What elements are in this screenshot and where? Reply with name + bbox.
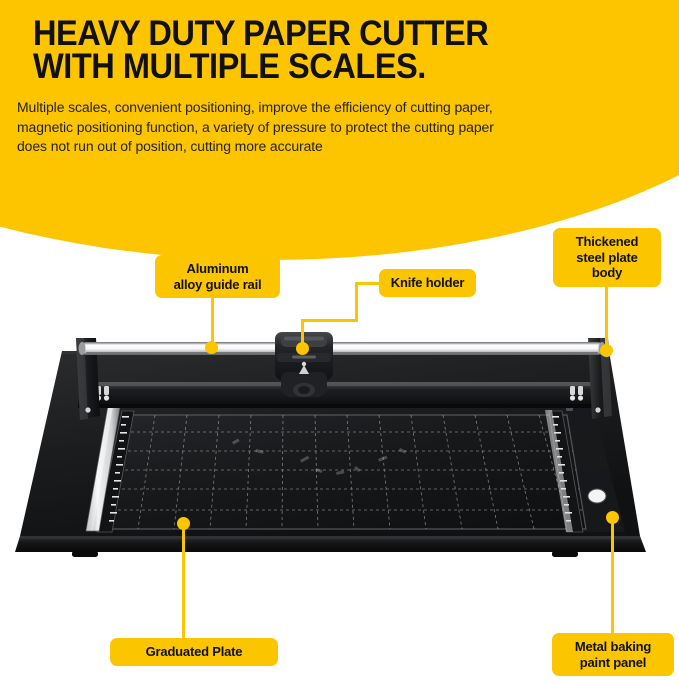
connector-line-steel-plate [605, 286, 608, 348]
connector-line-aluminum-rail [211, 297, 214, 345]
callout-line-1: Aluminum [186, 261, 249, 276]
yellow-background-shape [0, 0, 679, 260]
connector-seg-knife-3 [301, 319, 358, 322]
mat-emboss [232, 438, 407, 475]
cutting-mat [105, 414, 587, 530]
connector-dot-graduated-plate [177, 517, 190, 530]
right-scale-strip [545, 410, 584, 533]
callout-line-1: Graduated Plate [145, 644, 243, 659]
callout-line-3: body [591, 265, 623, 280]
description-line-3: does not run out of position, cutting mo… [17, 139, 323, 155]
callout-line-1: Knife holder [390, 275, 465, 290]
aluminum-alloy-guide-rail [78, 342, 606, 355]
page-description: Multiple scales, convenient positioning,… [17, 99, 657, 158]
foot-right [552, 551, 578, 557]
callout-line-2: paint panel [579, 654, 647, 670]
callout-line-2: alloy guide rail [173, 276, 262, 292]
foot-left [72, 551, 98, 557]
callout-metal-baking-paint-panel[interactable]: Metal baking paint panel [552, 633, 674, 676]
callout-aluminum-alloy-guide-rail[interactable]: Aluminum alloy guide rail [155, 255, 280, 298]
description-line-2: magnetic positioning function, a variety… [17, 119, 494, 136]
description-line-1: Multiple scales, convenient positioning,… [17, 100, 493, 116]
page-title: HEAVY DUTY PAPER CUTTER WITH MULTIPLE SC… [33, 14, 610, 87]
mat-grid [112, 415, 582, 529]
connector-line-graduated-plate [182, 528, 185, 640]
panel-hole [588, 489, 606, 503]
connector-seg-knife-1 [355, 282, 381, 285]
connector-dot-aluminum-rail [205, 341, 218, 354]
connector-dot-knife-holder [296, 342, 309, 355]
callout-knife-holder[interactable]: Knife holder [379, 269, 476, 297]
callout-line-1: Metal baking [574, 639, 652, 654]
knife-holder [275, 332, 333, 397]
clamp-bar [78, 382, 604, 408]
rail-support-left [76, 338, 100, 420]
title-line-1: HEAVY DUTY PAPER CUTTER [33, 14, 489, 53]
callout-graduated-plate[interactable]: Graduated Plate [110, 638, 278, 666]
connector-dot-metal-panel [606, 511, 619, 524]
connector-seg-knife-4 [301, 319, 304, 347]
callout-line-2: steel plate [576, 249, 638, 265]
callout-line-1: Thickened [575, 234, 639, 249]
product-image-paper-cutter [15, 332, 646, 557]
rail-support-right [588, 338, 612, 419]
callout-thickened-steel-plate-body[interactable]: Thickened steel plate body [553, 228, 661, 287]
connector-seg-knife-2 [355, 282, 358, 322]
connector-dot-steel-plate [600, 344, 613, 357]
title-line-2: WITH MULTIPLE SCALES. [33, 47, 426, 87]
connector-line-metal-panel [611, 522, 614, 636]
